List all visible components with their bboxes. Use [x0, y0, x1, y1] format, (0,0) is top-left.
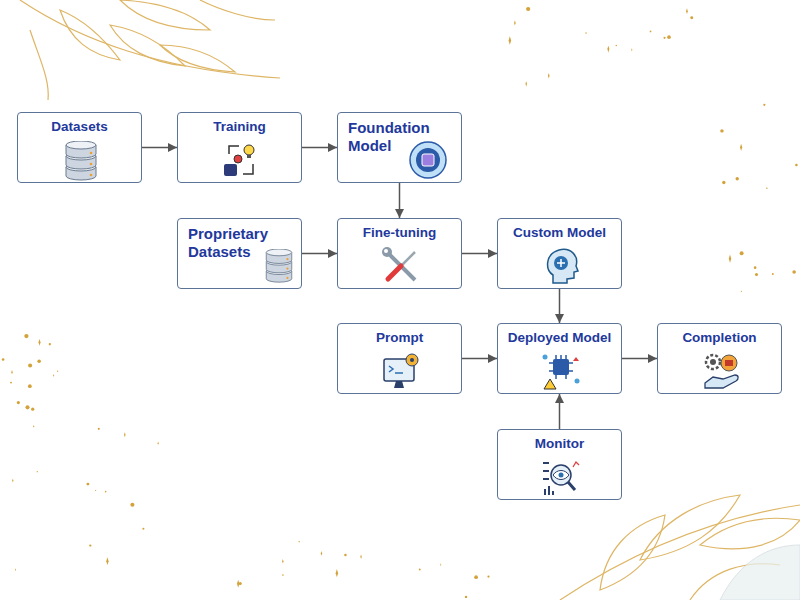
leaf-decoration [560, 495, 800, 600]
process-box: Monitor [497, 429, 622, 500]
head-icon [541, 246, 581, 286]
box-title: Proprietary Datasets [178, 219, 288, 261]
gold-sparkles [2, 7, 798, 598]
flow-arrow [559, 289, 561, 323]
process-box: Prompt [337, 323, 462, 394]
box-title: Custom Model [498, 219, 621, 241]
flow-arrow [462, 358, 497, 360]
process-box: Foundation Model [337, 112, 462, 183]
process-box: Training [177, 112, 302, 183]
box-title: Training [178, 113, 301, 135]
prompt-icon [381, 351, 421, 391]
flow-arrow [559, 394, 561, 429]
process-box: Datasets [17, 112, 142, 183]
flow-arrow [142, 147, 177, 149]
box-title: Deployed Model [498, 324, 621, 346]
process-box: Proprietary Datasets [177, 218, 302, 289]
deployed-icon [541, 351, 581, 391]
flow-arrow [302, 253, 337, 255]
process-box: Completion [657, 323, 782, 394]
tools-icon [381, 246, 421, 286]
flow-arrow [462, 253, 497, 255]
box-title: Monitor [498, 430, 621, 452]
training-icon [221, 140, 261, 180]
db-icon [61, 141, 101, 181]
db-icon [262, 249, 302, 289]
box-title: Fine-tuning [338, 219, 461, 241]
chipglobe-icon [408, 140, 448, 180]
flow-arrow [302, 147, 337, 149]
process-box: Deployed Model [497, 323, 622, 394]
monitor-icon [541, 457, 581, 497]
box-title: Completion [658, 324, 781, 346]
leaf-decoration [20, 0, 280, 100]
box-title: Datasets [18, 113, 141, 135]
complete-icon [701, 351, 741, 391]
flow-arrow [622, 358, 657, 360]
box-title: Foundation Model [338, 113, 436, 155]
flow-arrow [399, 183, 401, 218]
box-title: Prompt [338, 324, 461, 346]
process-box: Fine-tuning [337, 218, 462, 289]
process-box: Custom Model [497, 218, 622, 289]
leaf-decoration [720, 545, 800, 600]
